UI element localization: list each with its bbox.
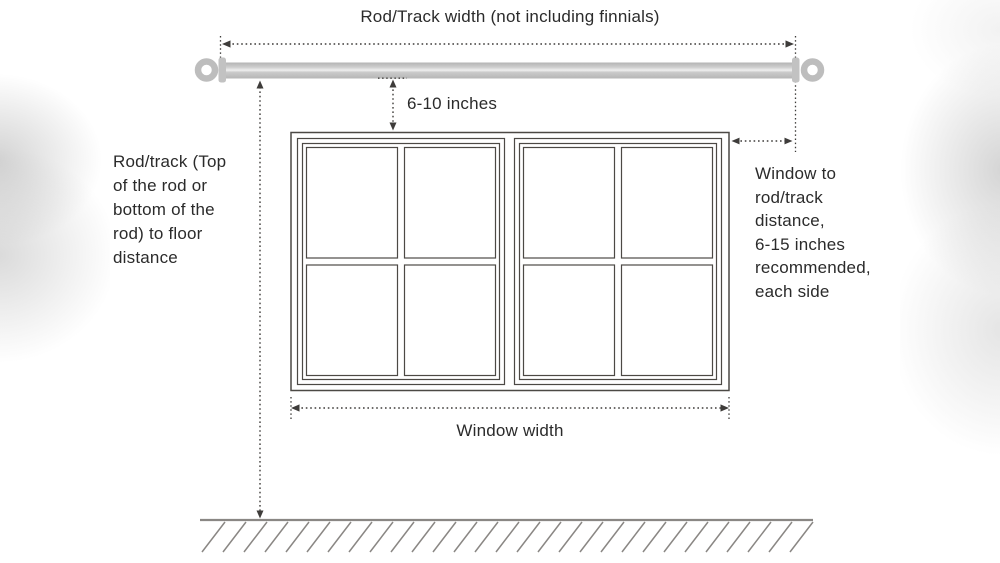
window-width-dimension: [290, 397, 730, 419]
sash-frame: [513, 137, 723, 386]
window-pane: [403, 146, 497, 259]
rod-to-floor-dimension: [239, 76, 268, 519]
left-finial: [194, 58, 219, 82]
rod-width-dimension: [219, 36, 794, 61]
rod-gap-label: 6-10 inches: [407, 94, 498, 113]
arrow-up-icon: [389, 79, 397, 88]
window-pane: [305, 146, 399, 259]
arrow-down-icon: [256, 510, 264, 519]
sash-frame-inner: [301, 142, 501, 381]
window: [290, 131, 730, 392]
window-pane: [620, 264, 714, 377]
arrow-down-icon: [389, 122, 397, 131]
arrow-right-icon: [785, 40, 794, 48]
rod-gap-dimension: [378, 77, 407, 131]
diagram-title: Rod/Track width (not including finnials): [360, 7, 660, 26]
arrow-right-icon: [720, 404, 729, 412]
right-finial: [800, 58, 825, 82]
window-pane: [620, 146, 714, 259]
rod-bar: [222, 62, 798, 79]
rod-to-floor-note: Rod/track (Top of the rod or bottom of t…: [113, 152, 227, 267]
rod-left-cap: [218, 57, 226, 83]
sash-frame-inner: [518, 142, 718, 381]
sash-frame: [296, 137, 506, 386]
window-pane: [522, 264, 616, 377]
window-to-rod-note: Window to rod/track distance, 6-15 inche…: [755, 164, 871, 301]
floor: [200, 518, 814, 553]
window-left-sash: [296, 137, 506, 386]
arrow-left-icon: [222, 40, 231, 48]
arrow-left-icon: [731, 137, 740, 145]
arrow-left-icon: [291, 404, 300, 412]
window-pane: [403, 264, 497, 377]
window-right-sash: [513, 137, 723, 386]
curtain-rod: [194, 57, 825, 83]
window-outer-frame: [290, 131, 730, 392]
window-to-rod-dimension: [731, 137, 793, 145]
window-pane: [305, 264, 399, 377]
rod-right-cap: [792, 57, 800, 83]
window-width-label: Window width: [456, 421, 564, 440]
arrow-right-icon: [784, 137, 793, 145]
window-pane: [522, 146, 616, 259]
floor-hatching: [201, 521, 814, 553]
arrow-up-icon: [256, 80, 264, 89]
